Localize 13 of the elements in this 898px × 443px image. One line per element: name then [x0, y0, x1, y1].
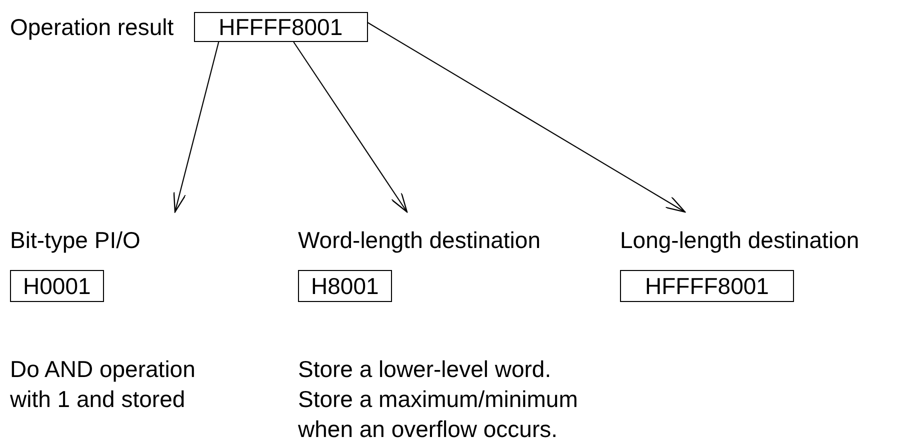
arrow [173, 42, 220, 213]
description-text: Store a lower-level word. [298, 355, 552, 384]
value-box: HFFFF8001 [194, 12, 368, 42]
destination-heading: Long-length destination [620, 226, 860, 254]
value-box: H8001 [298, 270, 392, 302]
arrow [293, 42, 408, 213]
description-text: Do AND operation with 1 and stored [10, 355, 196, 414]
operation-label: Operation result [10, 14, 174, 40]
value-box: HFFFF8001 [620, 270, 794, 302]
arrow [367, 22, 686, 213]
description-text: Store a maximum/minimum when an overflow occurs. [298, 385, 579, 443]
destination-heading: Bit-type PI/O [10, 226, 142, 254]
value-box: H0001 [10, 270, 104, 302]
